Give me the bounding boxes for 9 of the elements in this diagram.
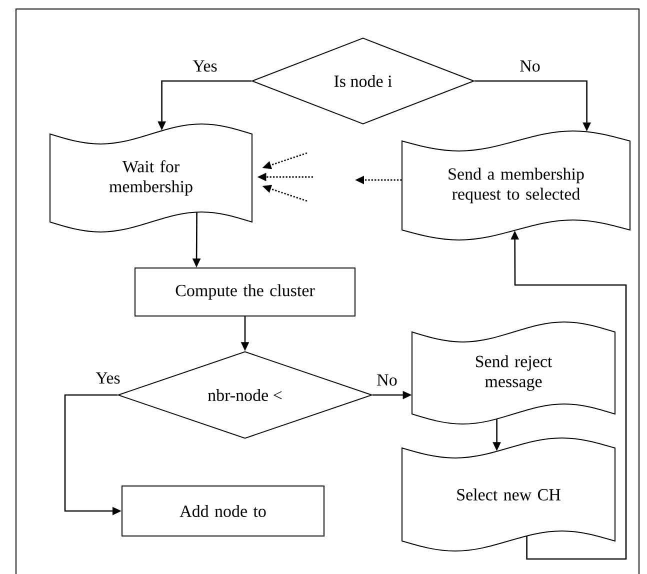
document-box: Send reject message xyxy=(412,322,616,424)
edge-label: No xyxy=(376,373,398,387)
process-box: Add node to xyxy=(122,486,324,536)
edge-label: No xyxy=(518,59,542,73)
document-box: Wait for membership xyxy=(50,124,252,232)
document-box: Send a membership request to selected xyxy=(402,130,630,240)
edge-label: Yes xyxy=(192,59,218,73)
document-box: Select new CH xyxy=(402,438,616,552)
process-box: Compute the cluster xyxy=(134,268,356,316)
